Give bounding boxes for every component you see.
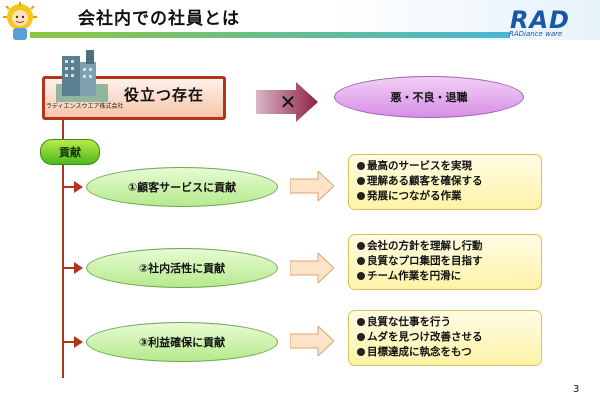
list-item: 良質な仕事を行う — [357, 315, 541, 330]
bullet-icon — [357, 333, 365, 341]
bullet-icon — [357, 318, 365, 326]
bullet-icon — [357, 192, 365, 200]
branch-line-1 — [62, 186, 76, 188]
title-underline-bar — [30, 32, 510, 38]
company-caption: ラディエンスウエア株式会社 — [46, 103, 124, 110]
list-item: ムダを見つけ改善させる — [357, 330, 541, 345]
branch-line-2 — [62, 267, 76, 269]
list-item: 目標達成に執念をもつ — [357, 345, 541, 360]
contribution-ellipse-1: ①顧客サービスに貢献 — [86, 167, 278, 207]
bullet-icon — [357, 348, 365, 356]
negation-arrow-icon: ✕ — [256, 82, 318, 122]
sun-mascot-icon — [3, 2, 37, 40]
rad-logo: RAD — [510, 6, 570, 34]
contribution-3-label: ③利益確保に貢献 — [138, 336, 226, 349]
contribution-1-label: ①顧客サービスに貢献 — [127, 181, 237, 194]
contribution-ellipse-3: ③利益確保に貢献 — [86, 322, 278, 362]
block-arrow-2-icon — [290, 253, 334, 283]
branch-arrow-2-icon — [74, 262, 83, 274]
opposite-label: 悪・不良・退職 — [390, 91, 468, 104]
contribution-2-label: ②社内活性に貢献 — [138, 262, 226, 275]
opposite-ellipse: 悪・不良・退職 — [334, 76, 524, 118]
contribution-ellipse-2: ②社内活性に貢献 — [86, 248, 278, 288]
bullet-icon — [357, 162, 365, 170]
list-item: 会社の方針を理解し行動 — [357, 239, 541, 254]
contribution-1-points: 最高のサービスを実現 理解ある顧客を確保する 発展につながる作業 — [348, 154, 542, 210]
list-item: 良質なプロ集団を目指す — [357, 254, 541, 269]
branch-line-3 — [62, 341, 76, 343]
contribution-3-points: 良質な仕事を行う ムダを見つけ改善させる 目標達成に執念をもつ — [348, 310, 542, 366]
tree-trunk-line — [62, 118, 64, 378]
list-item: 最高のサービスを実現 — [357, 159, 541, 174]
bullet-icon — [357, 272, 365, 280]
main-concept-label: 役立つ存在 — [124, 86, 205, 104]
branch-arrow-1-icon — [74, 181, 83, 193]
list-item: チーム作業を円滑に — [357, 269, 541, 284]
contribution-label: 貢献 — [59, 146, 81, 159]
branch-arrow-3-icon — [74, 336, 83, 348]
office-building-icon — [56, 50, 108, 102]
rad-logo-tagline: RADiance ware — [509, 30, 563, 38]
bullet-icon — [357, 177, 365, 185]
contribution-2-points: 会社の方針を理解し行動 良質なプロ集団を目指す チーム作業を円滑に — [348, 234, 542, 290]
list-item: 発展につながる作業 — [357, 189, 541, 204]
bullet-icon — [357, 257, 365, 265]
block-arrow-3-icon — [290, 326, 334, 356]
block-arrow-1-icon — [290, 171, 334, 201]
list-item: 理解ある顧客を確保する — [357, 174, 541, 189]
slide-title: 会社内での社員とは — [78, 9, 240, 29]
bullet-icon — [357, 242, 365, 250]
page-number: 3 — [573, 384, 580, 395]
negation-mark: ✕ — [280, 90, 297, 114]
contribution-pill: 貢献 — [40, 139, 100, 165]
